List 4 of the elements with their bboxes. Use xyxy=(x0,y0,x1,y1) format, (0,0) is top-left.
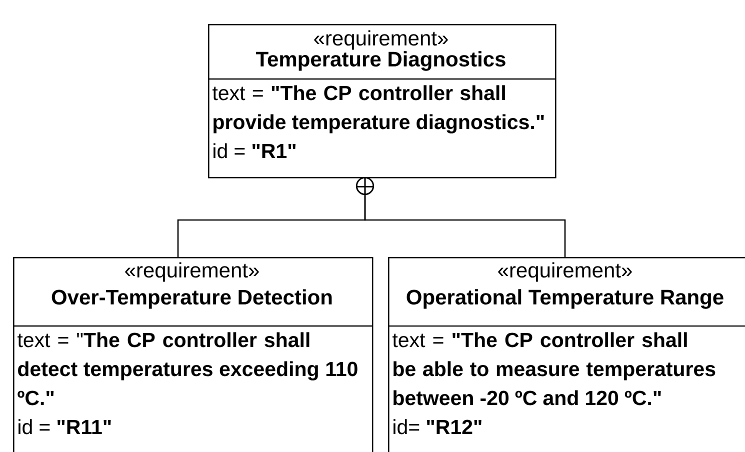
requirement-box: «requirement» Over-Temperature Detection text = "The CP controller shall detect temperatures exceeding 110 ºC." id = "R11" xyxy=(13,257,374,452)
requirement-box: «requirement» Operational Temperature Range text = "The CP controller shall be able to measure temperatures between -20 ºC and 120 ºC." id= "R12" xyxy=(388,257,745,452)
requirement-box: «requirement» Temperature Diagnostics text = "The CP controller shall provide temperature diagnostics." id = "R1" xyxy=(208,24,556,178)
containment-line xyxy=(356,176,566,258)
